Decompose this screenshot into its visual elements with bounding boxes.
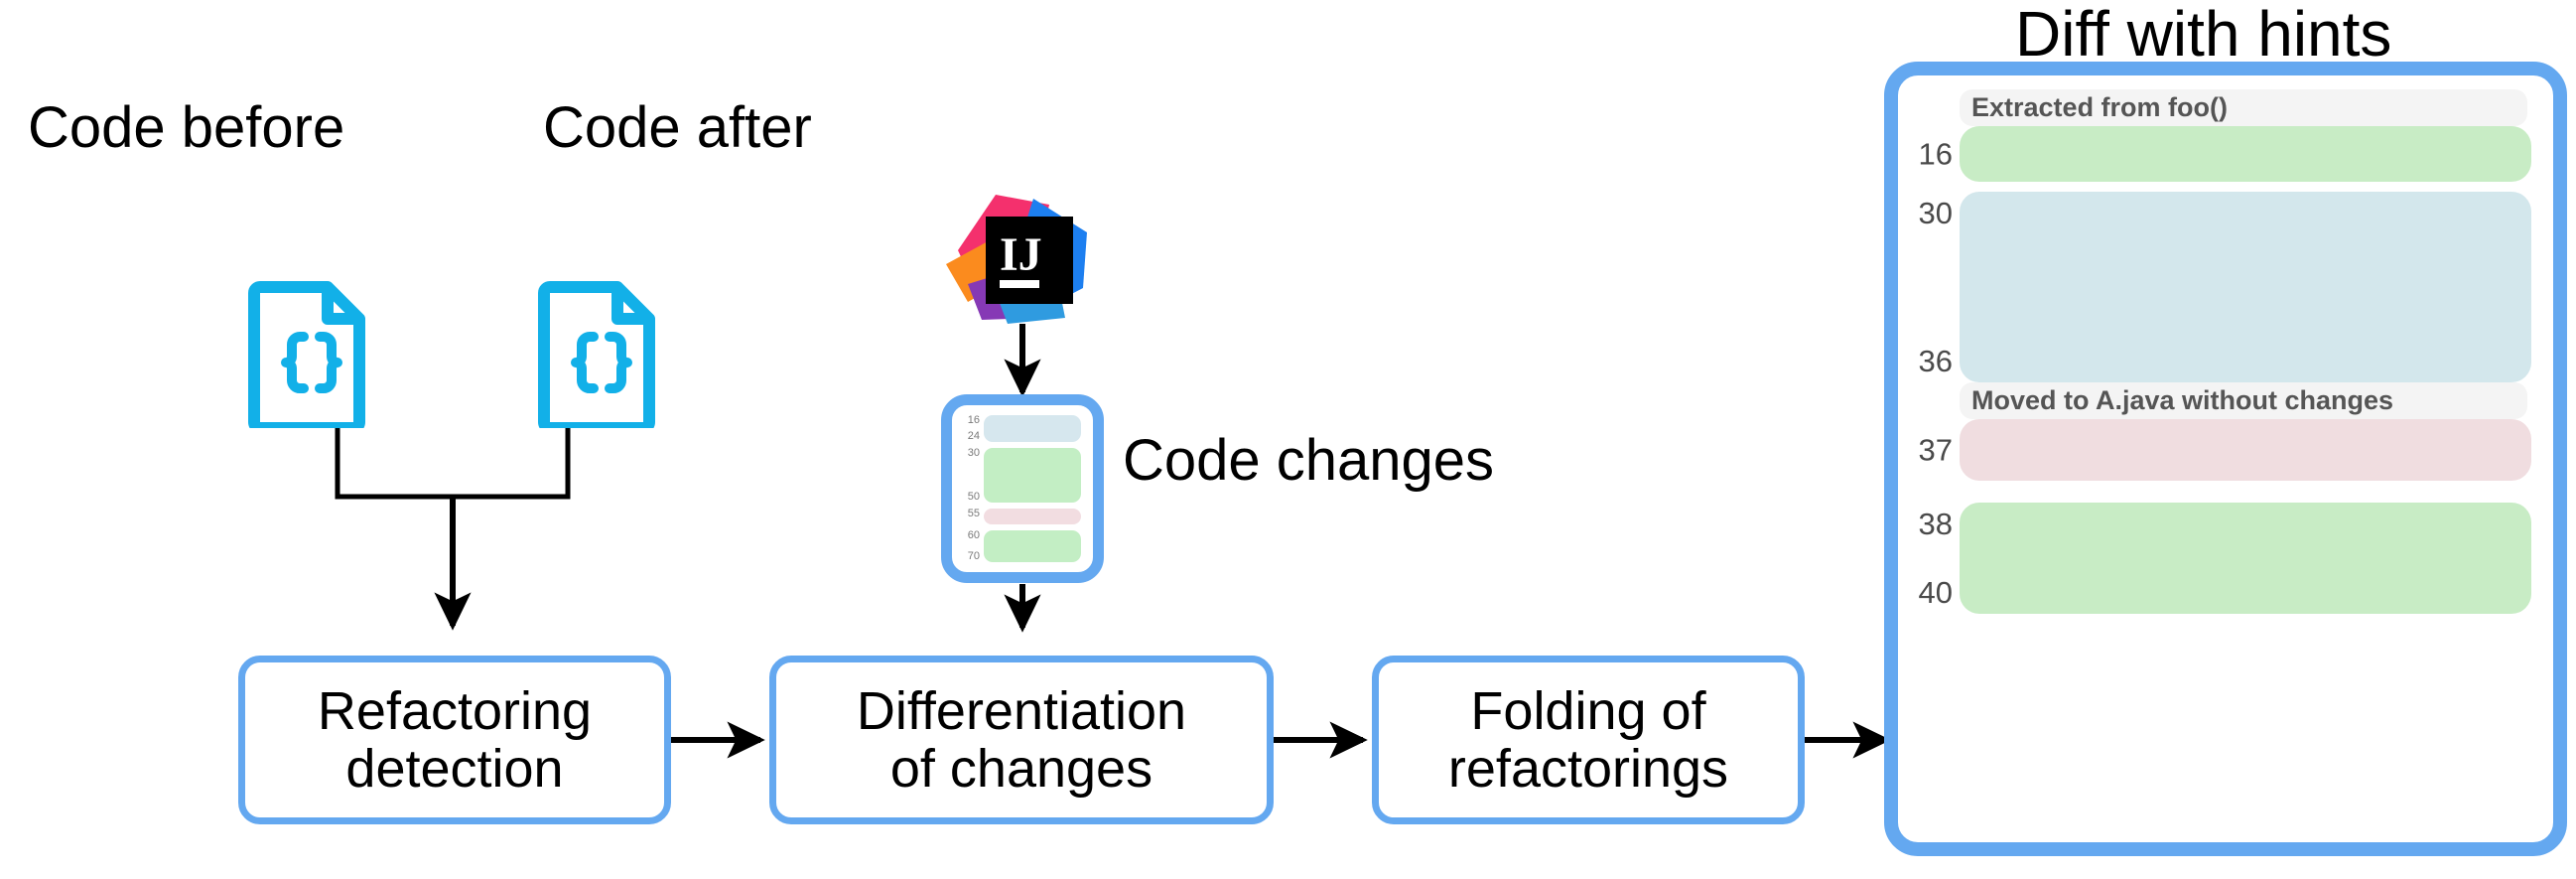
code-changes-bar	[984, 509, 1081, 525]
diff-code-bar	[1960, 419, 2531, 482]
line-number-bottom: 50	[967, 491, 980, 504]
code-changes-line-numbers: 60 70	[960, 530, 984, 562]
diff-code-row[interactable]: 37	[1912, 419, 2531, 482]
pipeline-box-line2: of changes	[889, 739, 1153, 799]
pipeline-box-folding-of-refactorings[interactable]: Folding of refactorings	[1372, 656, 1805, 824]
code-changes-line-numbers: 30 50	[960, 446, 984, 504]
line-number-top: 60	[967, 529, 980, 542]
diff-code-row[interactable]: 16	[1912, 126, 2531, 183]
line-number-top: 16	[967, 414, 980, 426]
code-before-label: Code before	[28, 95, 345, 160]
diff-hint-label: Moved to A.java without changes	[1960, 382, 2527, 420]
code-changes-row: 30 50	[960, 446, 1081, 504]
diff-code-row[interactable]: 30 36	[1912, 192, 2531, 383]
diff-spacer	[1912, 182, 2531, 192]
code-changes-bar	[984, 415, 1081, 442]
diff-hint-row[interactable]: Moved to A.java without changes	[1960, 382, 2527, 420]
code-changes-row: 60 70	[960, 530, 1081, 562]
pipeline-box-line1: Differentiation	[856, 680, 1187, 741]
code-changes-label: Code changes	[1123, 428, 1495, 493]
pipeline-box-line2: refactorings	[1447, 739, 1729, 799]
diff-code-bar	[1960, 503, 2531, 615]
pipeline-box-line2: detection	[345, 739, 564, 799]
line-number-bottom: 36	[1918, 344, 1953, 379]
pipeline-box-line1: Refactoring	[317, 680, 593, 741]
ide-logo-text: IJ	[1000, 228, 1042, 281]
line-number-bottom: 70	[967, 550, 980, 562]
diff-code-bar	[1960, 192, 2531, 383]
line-number-bottom: 40	[1918, 575, 1953, 611]
diff-line-gutter: 16	[1912, 126, 1960, 182]
diff-line-gutter: 38 40	[1912, 503, 1960, 614]
line-number-top: 16	[1918, 136, 1953, 172]
pipeline-box-refactoring-detection[interactable]: Refactoring detection	[238, 656, 671, 824]
diff-line-gutter: 37	[1912, 419, 1960, 481]
line-number-top: 30	[967, 446, 980, 459]
diff-panel-title: Diff with hints	[2015, 0, 2392, 70]
diff-code-bar	[1960, 126, 2531, 183]
code-changes-bar	[984, 530, 1081, 562]
line-number-top: 55	[967, 508, 980, 520]
code-after-label: Code after	[543, 95, 812, 160]
line-number-top: 38	[1918, 507, 1953, 542]
pipeline-box-line1: Folding of	[1470, 680, 1706, 741]
line-number-bottom: 24	[967, 429, 980, 442]
code-changes-row: 55	[960, 509, 1081, 525]
line-number-top: 37	[1918, 432, 1953, 468]
diff-spacer	[1912, 481, 2531, 503]
code-file-icon	[248, 281, 371, 434]
code-file-icon	[538, 281, 661, 434]
diff-code-row[interactable]: 38 40	[1912, 503, 2531, 615]
diff-line-gutter: 30 36	[1912, 192, 1960, 382]
pipeline-box-differentiation-of-changes[interactable]: Differentiation of changes	[769, 656, 1274, 824]
code-changes-line-numbers: 55	[960, 509, 984, 524]
diff-hint-label: Extracted from foo()	[1960, 89, 2527, 127]
line-number-top: 30	[1918, 196, 1953, 231]
intellij-idea-logo-icon: IJ	[938, 179, 1107, 333]
diff-hint-row[interactable]: Extracted from foo()	[1960, 89, 2527, 127]
code-changes-bar	[984, 447, 1081, 504]
